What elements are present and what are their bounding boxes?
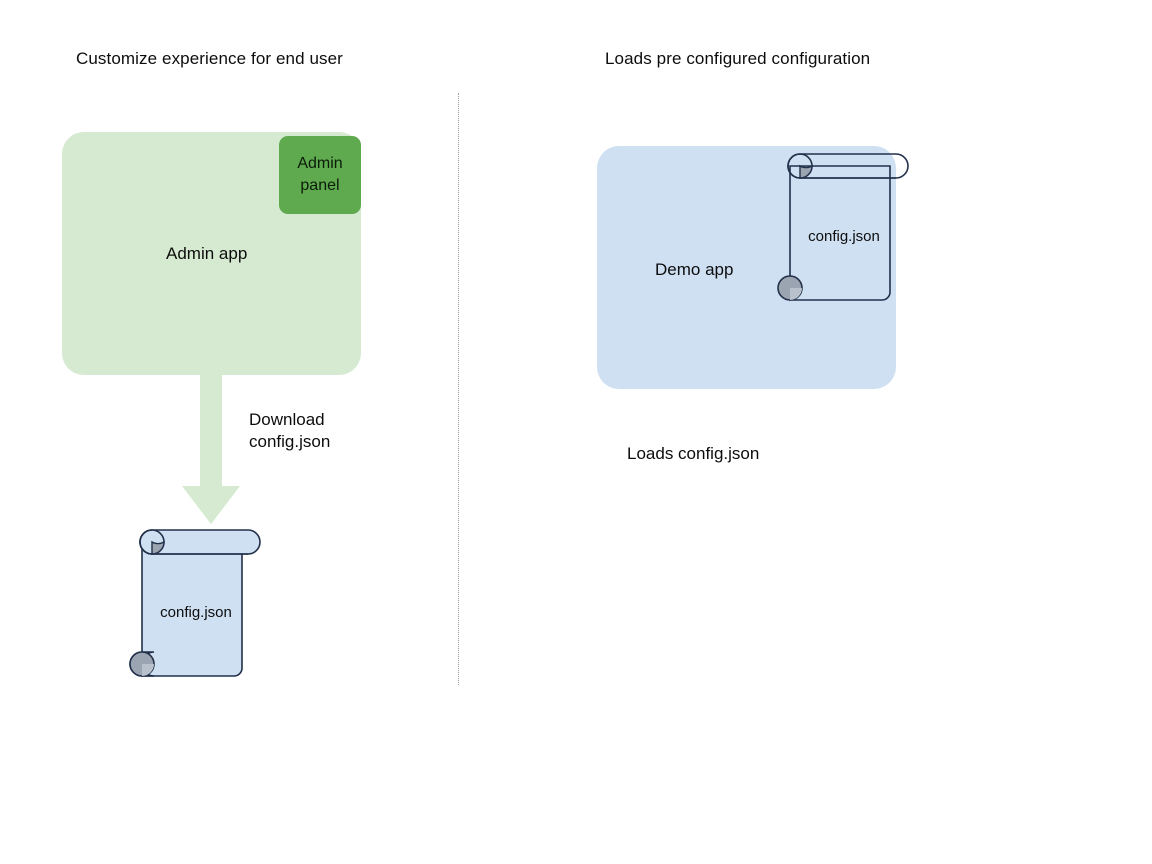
loads-config-caption: Loads config.json (627, 444, 760, 463)
admin-panel-box[interactable]: Admin panel (279, 136, 361, 214)
scroll-file-label: config.json (808, 228, 880, 245)
download-config-label: Download config.json (249, 410, 331, 451)
admin-app-label: Admin app (166, 244, 248, 263)
scroll-document-icon: config.json (124, 528, 264, 688)
left-column-heading: Customize experience for end user (76, 49, 343, 68)
arrow-down-icon (178, 372, 244, 528)
vertical-dotted-divider (458, 93, 459, 685)
right-column-heading: Loads pre configured configuration (605, 49, 871, 68)
scroll-file-label: config.json (160, 604, 232, 621)
scroll-document-icon: config.json (772, 152, 912, 312)
demo-app-label: Demo app (655, 260, 734, 279)
admin-panel-label: Admin panel (297, 155, 343, 194)
demo-app-box (597, 146, 896, 389)
